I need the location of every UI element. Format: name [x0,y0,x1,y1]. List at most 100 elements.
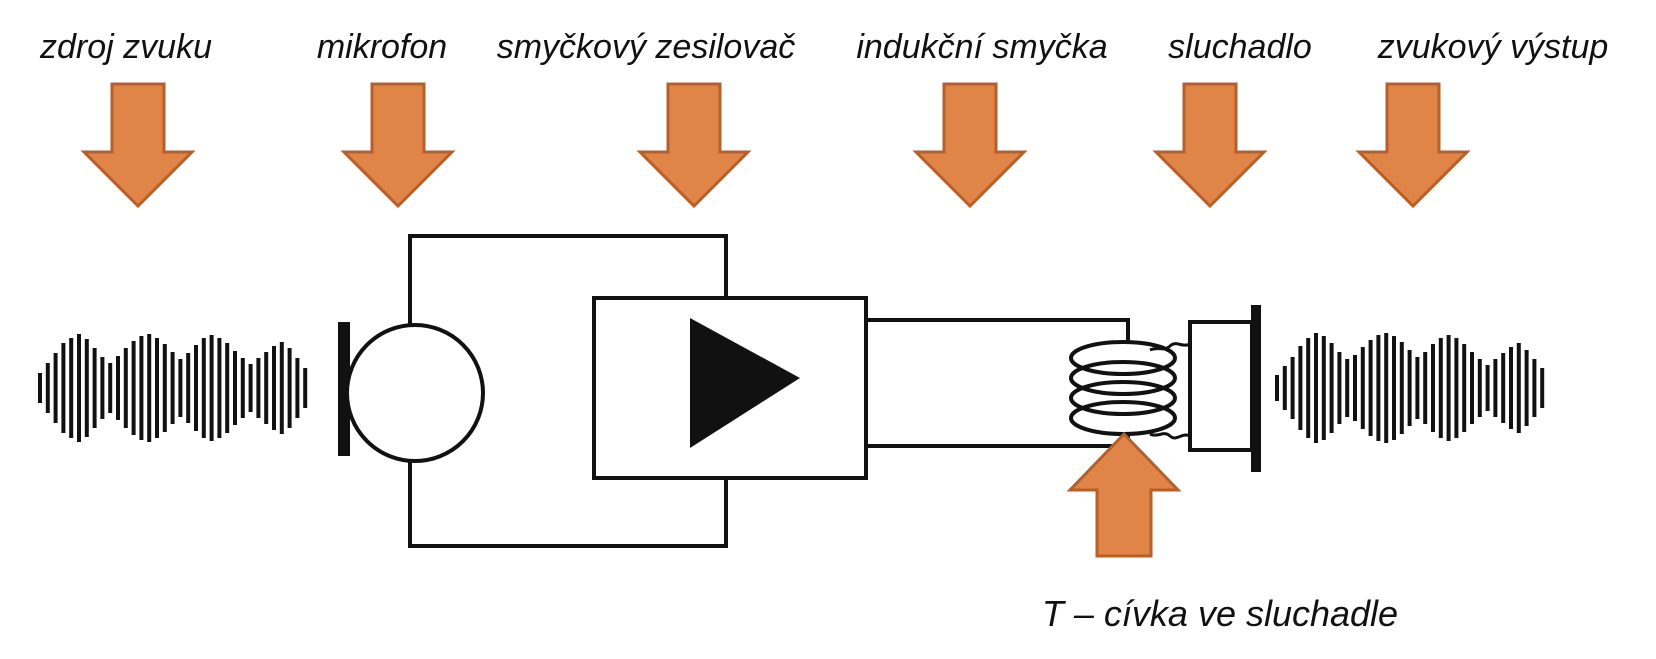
wave-bar [1501,353,1506,423]
wave-bar [1431,344,1435,432]
wave-bar [1399,342,1404,434]
wave-bar [233,351,237,425]
wave-bar [194,345,198,431]
wave-bar [84,339,89,437]
wave-bar [248,364,253,412]
wave-bar [131,341,136,435]
wave-bar [1384,333,1389,443]
wave-bar [1392,336,1396,440]
bottom-wire [408,461,728,548]
down-arrow-icon [80,82,196,209]
wave-bar [1376,335,1381,441]
wave-bar [1345,359,1350,417]
wave-bar [1485,365,1490,411]
wave-bar [92,348,97,428]
wave-bar [77,334,81,442]
output-sound-wave-icon [1275,333,1545,443]
wave-bar [147,334,152,442]
loop-top-wire [866,318,1130,343]
label-sound-source: zdroj zvuku [39,28,212,66]
wave-bar [1493,359,1498,417]
down-arrow-icon [1152,82,1268,209]
wave-bar [186,353,191,423]
wave-bar [209,335,214,441]
wave-bar [217,338,222,438]
wave-bar [1353,355,1357,421]
wave-bar [295,358,300,418]
loop-bottom-wire [866,436,1130,448]
wave-bar [1477,359,1482,417]
amplifier-icon [592,296,868,480]
wave-bar [170,352,175,424]
wave-bar [1524,350,1529,426]
wave-bar [1415,357,1420,419]
wave-bar [1454,338,1459,438]
earpiece-icon [1188,305,1261,472]
coil-icon [1069,340,1191,440]
wave-bar [1282,366,1287,410]
coil-lead-top [1149,342,1191,352]
coil-turn [1069,340,1177,376]
wave-bar [61,343,66,433]
microphone-wires [408,234,728,548]
wave-bar [1306,338,1311,438]
wave-bar [1407,350,1412,426]
wave-bar [123,348,128,428]
wave-bar [155,338,159,438]
wave-bar [1275,375,1279,401]
down-arrow-icon [340,82,456,209]
top-wire [408,234,728,325]
wave-bar [1423,352,1428,424]
label-t-coil: T – cívka ve sluchadle [1042,593,1398,634]
loop-wires [866,318,1130,448]
wave-bar [256,358,261,418]
wave-bar [162,344,167,432]
wave-bar [1470,352,1474,424]
wave-bar [108,363,113,413]
coil-lead-bottom [1149,432,1191,440]
wave-bar [240,358,245,418]
wave-bar [272,346,276,430]
wave-bar [116,356,120,420]
wave-bar [1314,333,1318,443]
down-arrow-icon [912,82,1028,209]
wave-bar [201,338,206,438]
wave-bar [1540,368,1545,408]
wave-bar [225,343,230,433]
wave-bar [69,338,74,438]
coil-turn [1069,400,1177,436]
wave-bar [1298,346,1303,430]
wave-bar [1290,357,1295,419]
wave-bar [1337,352,1342,424]
wave-bar [1438,338,1443,438]
down-arrow-icon [636,82,752,209]
microphone-icon [338,322,485,463]
label-sound-output: zvukový výstup [1377,28,1609,66]
wave-bar [53,353,58,423]
wave-bar [1360,347,1365,429]
wave-bar [38,373,42,403]
wave-bar [1329,343,1334,433]
wave-bar [1509,347,1513,429]
amplifier-triangle-icon [690,318,800,448]
label-microphone: mikrofon [317,28,447,66]
wave-bar [139,336,144,440]
earpiece-box [1188,320,1254,452]
wave-bar [1516,343,1521,433]
wave-bar [303,368,308,408]
down-arrow-icon [1355,82,1471,209]
wave-bar [279,342,284,434]
wave-bar [100,357,105,419]
coil-turn [1069,380,1177,416]
wave-bar [178,359,183,417]
wave-bar [1532,359,1537,417]
wave-bar [1321,336,1326,440]
coil-turn [1069,360,1177,396]
wave-bar [264,352,269,424]
down-arrows [80,82,1471,209]
input-sound-wave-icon [38,334,308,442]
wave-bar [45,363,50,413]
wave-bar [1368,340,1373,436]
label-loop-amplifier: smyčkový zesilovač [497,28,796,66]
